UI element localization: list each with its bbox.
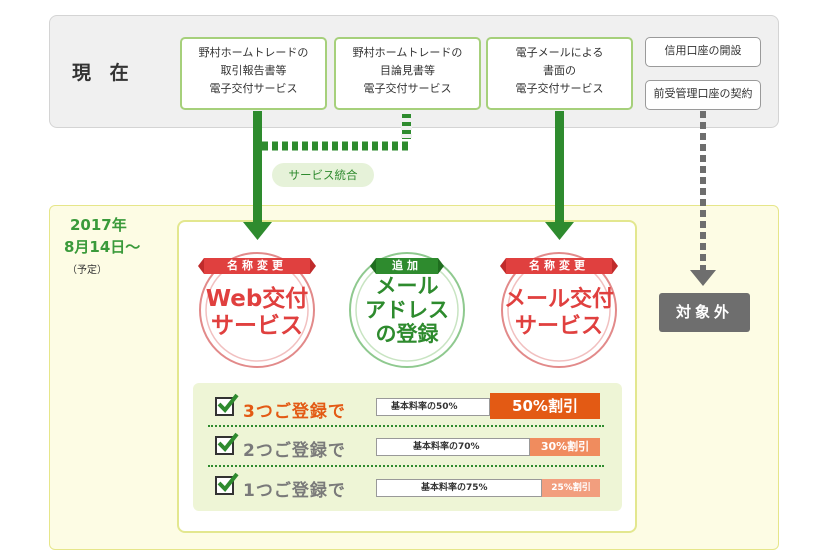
current-label: 現 在 bbox=[72, 62, 135, 84]
badge-web-ring bbox=[198, 252, 316, 368]
discount-badge: 30%割引 bbox=[530, 438, 600, 456]
service-box-trade-report: 野村ホームトレードの 取引報告書等 電子交付サービス bbox=[180, 37, 327, 110]
divider bbox=[208, 465, 604, 467]
margin-account-box: 信用口座の開設 bbox=[645, 37, 761, 67]
checkbox bbox=[215, 432, 239, 455]
row-label: 3つご登録で bbox=[243, 402, 346, 422]
badge-ribbon: 名称変更 bbox=[227, 259, 287, 272]
service-line: 電子交付サービス bbox=[515, 82, 604, 95]
badge-line: サービス bbox=[211, 313, 303, 339]
service-line: 取引報告書等 bbox=[220, 64, 287, 77]
badge-email-ring bbox=[349, 252, 465, 368]
badge-mail-text: メール交付 サービス bbox=[497, 286, 621, 340]
row-label: 1つご登録で bbox=[243, 481, 346, 501]
rate-box: 基本料率の75% bbox=[376, 479, 542, 497]
service-line: 野村ホームトレードの bbox=[198, 46, 309, 59]
badge-line: の登録 bbox=[375, 322, 439, 346]
badge-mail-ring bbox=[500, 252, 618, 368]
badge-web-text: Web交付 サービス bbox=[200, 286, 314, 340]
check-icon bbox=[217, 393, 239, 413]
service-line: 電子交付サービス bbox=[209, 82, 298, 95]
dotted-connector bbox=[402, 111, 411, 139]
arrow-down-icon bbox=[545, 111, 574, 240]
badge-line: メール交付 bbox=[503, 287, 614, 312]
rate-box: 基本料率の50% bbox=[376, 398, 490, 416]
merge-label: サービス統合 bbox=[272, 163, 374, 187]
service-line: 書面の bbox=[543, 64, 576, 77]
service-line: 野村ホームトレードの bbox=[352, 46, 463, 59]
service-line: 目論見書等 bbox=[380, 64, 435, 77]
service-box-email-delivery: 電子メールによる 書面の 電子交付サービス bbox=[486, 37, 633, 110]
badge-line: サービス bbox=[514, 314, 603, 339]
check-icon bbox=[217, 432, 239, 452]
badge-line: Web交付 bbox=[205, 286, 309, 312]
divider bbox=[208, 425, 604, 427]
checkbox bbox=[215, 472, 239, 495]
badge-ribbon: 追加 bbox=[392, 259, 422, 272]
service-box-prospectus: 野村ホームトレードの 目論見書等 電子交付サービス bbox=[334, 37, 481, 110]
arrow-down-icon bbox=[243, 111, 272, 240]
date-day: 8月14日～ bbox=[64, 238, 141, 256]
service-line: 電子交付サービス bbox=[363, 82, 452, 95]
excluded-label: 対象外 bbox=[659, 293, 750, 332]
badge-line: アドレス bbox=[365, 298, 449, 322]
prepaid-account-box: 前受管理口座の契約 bbox=[645, 80, 761, 110]
badge-line: メール bbox=[375, 274, 439, 298]
checkbox bbox=[215, 393, 239, 416]
badge-ribbon: 名称変更 bbox=[529, 259, 589, 272]
rate-box: 基本料率の70% bbox=[376, 438, 530, 456]
arrow-down-icon bbox=[690, 111, 716, 286]
row-label: 2つご登録で bbox=[243, 441, 346, 461]
discount-badge: 50%割引 bbox=[490, 393, 600, 419]
check-icon bbox=[217, 472, 239, 492]
date-note: （予定） bbox=[67, 265, 107, 276]
discount-badge: 25%割引 bbox=[542, 479, 600, 497]
date-year: 2017年 bbox=[70, 216, 127, 234]
service-line: 電子メールによる bbox=[515, 46, 604, 59]
badge-email-text: メール アドレス の登録 bbox=[350, 274, 464, 346]
